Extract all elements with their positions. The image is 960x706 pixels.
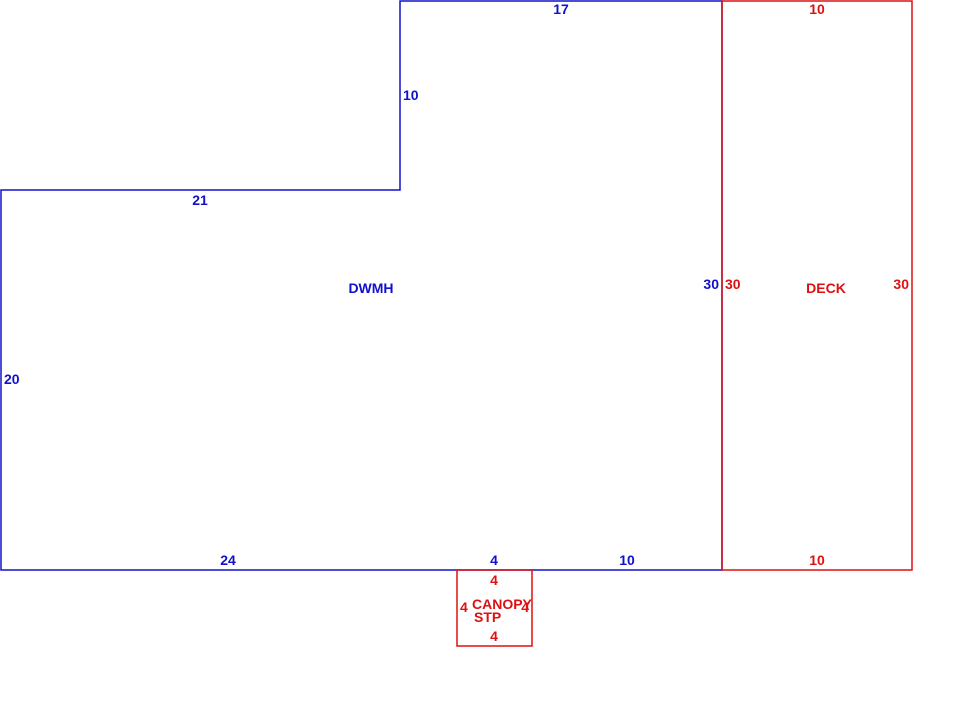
stoop-label: STP [474,609,501,625]
deck-dim-bottom: 10 [809,552,825,568]
dwelling-dim-bottom-mid: 4 [490,552,498,568]
dwelling-dim-step: 21 [192,192,208,208]
deck-label: DECK [806,280,846,296]
canopy-outline [456,569,533,647]
dwelling-dim-right: 30 [703,276,719,292]
canopy-dim-bottom: 4 [490,628,498,644]
deck-outline [721,0,913,571]
canopy-dim-right: 4 [521,599,529,615]
dwelling-dim-bottom-left: 24 [220,552,236,568]
dwelling-label: DWMH [348,280,393,296]
dwelling-dim-left: 20 [4,371,20,387]
canopy-dim-top: 4 [490,572,498,588]
deck-dim-top: 10 [809,1,825,17]
deck-dim-right: 30 [893,276,909,292]
canopy-dim-left: 4 [460,599,468,615]
dwelling-dim-bottom-right: 10 [619,552,635,568]
canopy-label: CANOPY [472,596,533,612]
dwelling-dim-top: 17 [553,1,569,17]
deck-dim-left: 30 [725,276,741,292]
dwelling-dim-upper-left: 10 [403,87,419,103]
